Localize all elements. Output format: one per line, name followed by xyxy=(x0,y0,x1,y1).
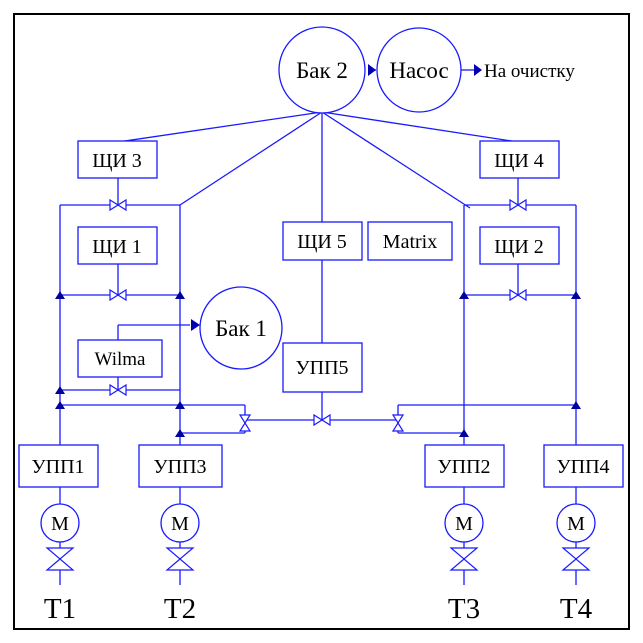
arrow-to-pump xyxy=(368,64,376,76)
transformer-t3-label: T3 xyxy=(448,593,480,625)
panel-shchi4: ЩИ 4 xyxy=(479,140,560,179)
soft-starter-upp2: УПП2 xyxy=(424,444,505,488)
soft-starter-upp3-label: УПП3 xyxy=(153,456,206,478)
transformer-t1-label: T1 xyxy=(44,593,76,625)
pump-label: Насос xyxy=(389,58,448,83)
motor-3-label: M xyxy=(171,513,189,535)
soft-starter-upp4: УПП4 xyxy=(543,444,624,488)
valve-left-top xyxy=(109,198,127,212)
arrow-to-cleaning xyxy=(474,64,482,76)
valve-left-mid xyxy=(109,288,127,302)
diagram-frame xyxy=(13,13,630,630)
motor-2: M xyxy=(444,503,484,543)
panel-shchi1-label: ЩИ 1 xyxy=(92,236,142,258)
motor-3: M xyxy=(160,503,200,543)
valve-right-bypass xyxy=(391,414,405,432)
tank-1-label: Бак 1 xyxy=(215,316,267,341)
soft-starter-upp1-label: УПП1 xyxy=(31,456,84,478)
soft-starter-upp4-label: УПП4 xyxy=(556,456,609,478)
panel-shchi1: ЩИ 1 xyxy=(77,226,158,265)
panel-shchi5-label: ЩИ 5 xyxy=(297,231,347,253)
tank-1: Бак 1 xyxy=(199,286,283,370)
valve-center xyxy=(313,413,331,427)
motor-4: M xyxy=(556,503,596,543)
panel-shchi4-label: ЩИ 4 xyxy=(494,150,544,172)
controller-matrix-label: Matrix xyxy=(383,231,437,253)
panel-shchi2-label: ЩИ 2 xyxy=(494,236,544,258)
soft-starter-upp1: УПП1 xyxy=(18,444,99,488)
tank-2: Бак 2 xyxy=(278,26,366,114)
pump: Насос xyxy=(376,27,462,113)
pump-symbols xyxy=(45,547,591,571)
motor-1-label: M xyxy=(51,513,69,535)
controller-matrix: Matrix xyxy=(367,221,453,261)
wires-top xyxy=(117,69,519,222)
transformer-t2-label: T2 xyxy=(164,593,196,625)
soft-starter-upp5-label: УПП5 xyxy=(295,357,348,379)
panel-shchi3-label: ЩИ 3 xyxy=(92,150,142,172)
soft-starter-upp3: УПП3 xyxy=(138,444,223,488)
panel-shchi3: ЩИ 3 xyxy=(77,140,158,179)
junction-nodes xyxy=(55,291,581,437)
controller-wilma-label: Wilma xyxy=(95,349,147,370)
transformer-t4-label: T4 xyxy=(560,593,593,625)
to-cleaning-label: На очистку xyxy=(484,61,575,82)
soft-starter-upp5: УПП5 xyxy=(282,342,363,393)
controller-wilma: Wilma xyxy=(77,339,163,378)
motor-1: M xyxy=(40,503,80,543)
valve-left-bypass xyxy=(238,414,252,432)
valve-right-mid xyxy=(509,288,527,302)
panel-shchi2: ЩИ 2 xyxy=(479,226,560,265)
motor-4-label: M xyxy=(567,513,585,535)
tank-2-label: Бак 2 xyxy=(296,58,348,83)
valve-right-top xyxy=(509,198,527,212)
valve-left-wilma xyxy=(109,383,127,397)
panel-shchi5: ЩИ 5 xyxy=(282,221,363,261)
arrow-to-tank-1 xyxy=(191,319,200,331)
soft-starter-upp2-label: УПП2 xyxy=(437,456,490,478)
motor-2-label: M xyxy=(455,513,473,535)
